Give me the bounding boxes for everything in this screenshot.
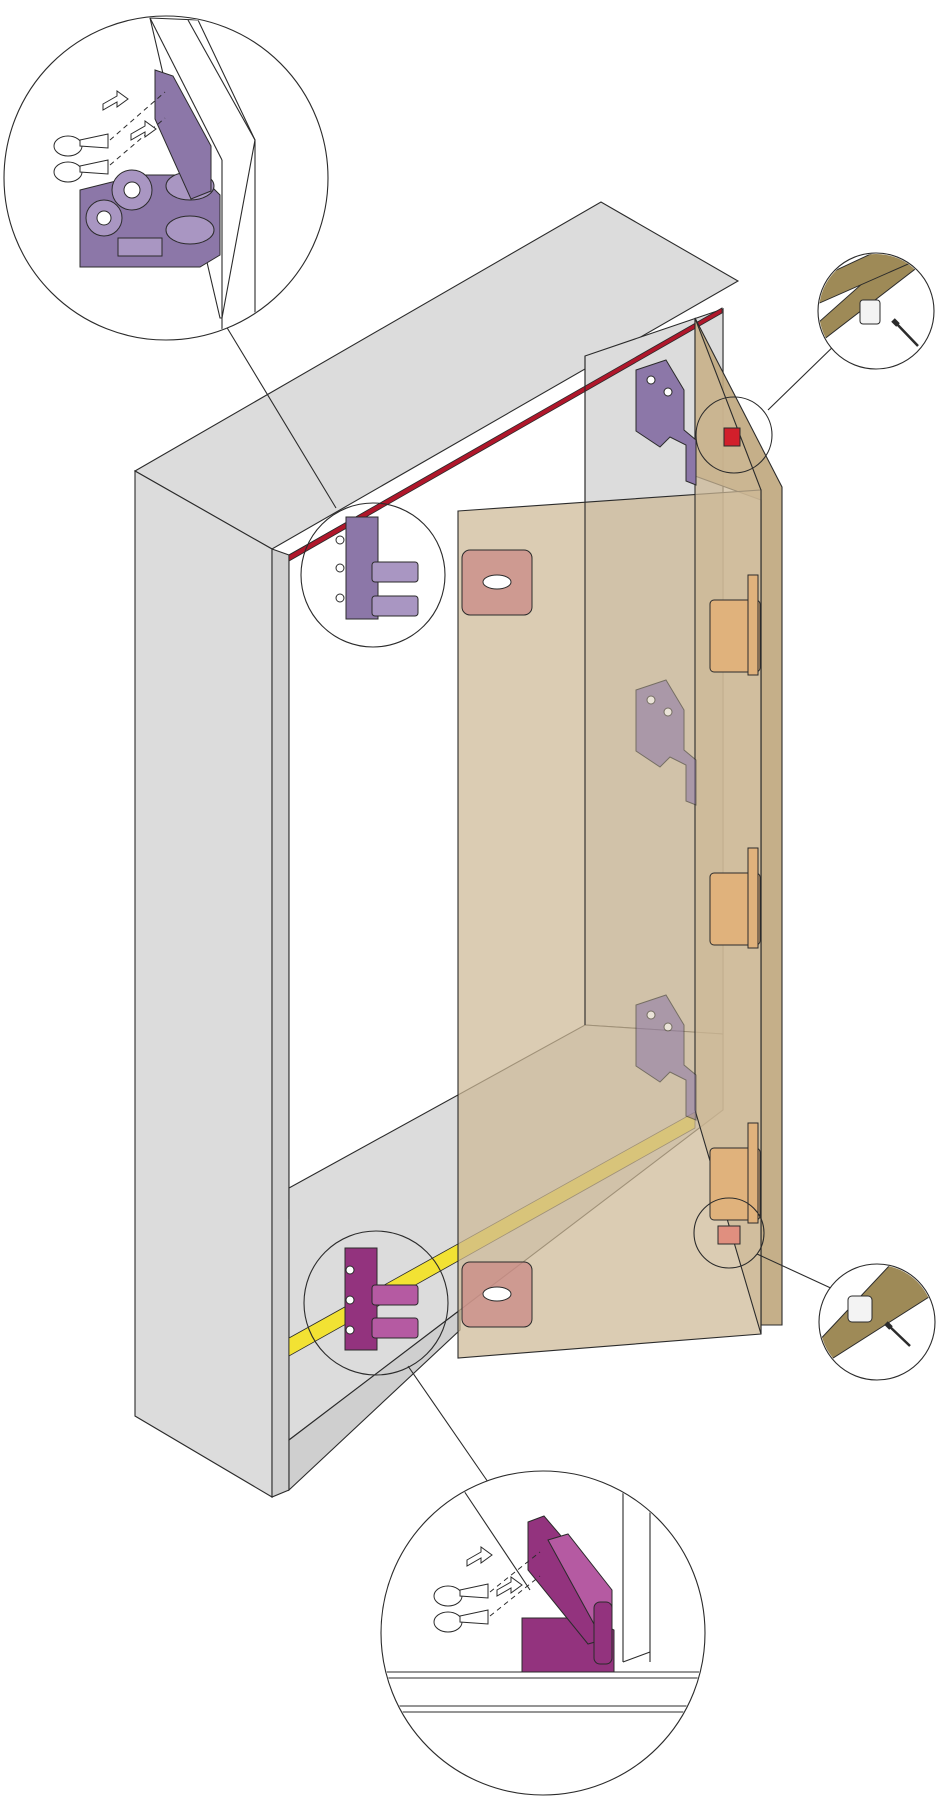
callout-markers <box>300 396 773 1376</box>
arrow-icon <box>466 1546 493 1567</box>
mounting-plate-icon <box>709 847 761 949</box>
hinge-icon <box>635 994 697 1121</box>
callout-bottom-bumper-marker <box>693 1197 765 1269</box>
hinge-icon <box>635 359 697 486</box>
arrow-icon <box>130 120 157 141</box>
mounting-plate-icon <box>709 1122 761 1224</box>
callout-top-hinge-marker <box>300 502 446 648</box>
mounting-plate-icon <box>461 1261 533 1328</box>
hinge-icon <box>344 1247 419 1351</box>
bumper-icon <box>847 1295 873 1323</box>
screw-icon <box>53 133 109 157</box>
hinge-icon <box>635 679 697 806</box>
mounting-plate-icon <box>709 574 761 676</box>
hinge-icon <box>335 516 419 620</box>
zoom-detail-bottom-bumper <box>818 1263 936 1381</box>
screw-icon <box>433 1583 489 1607</box>
zoom-detail-bottom-hinge <box>380 1470 706 1796</box>
hinge-icon <box>154 69 212 200</box>
bumper-icon <box>717 1225 741 1245</box>
screw-icon <box>53 159 109 183</box>
arrow-icon <box>102 90 129 111</box>
screw-icon <box>891 318 919 347</box>
cabinet-front-edge <box>271 548 290 1498</box>
arrow-icon <box>496 1576 523 1597</box>
bumper-icon <box>723 427 741 447</box>
roller-icon <box>165 215 215 245</box>
screw-icon <box>884 1321 911 1347</box>
callout-top-bumper-marker <box>695 396 773 474</box>
mounting-plate-icon <box>461 549 533 616</box>
bumper-icon <box>859 299 881 325</box>
cabinet-left-side <box>134 470 273 1498</box>
callout-bottom-hinge-marker <box>303 1230 449 1376</box>
screw-icon <box>433 1609 489 1633</box>
zoom-detail-top-bumper <box>817 252 935 370</box>
top-edge-strip <box>288 307 723 562</box>
zoom-detail-top-hinge <box>3 15 329 341</box>
leader-lines <box>225 325 841 1483</box>
door-hinges <box>461 359 761 1328</box>
